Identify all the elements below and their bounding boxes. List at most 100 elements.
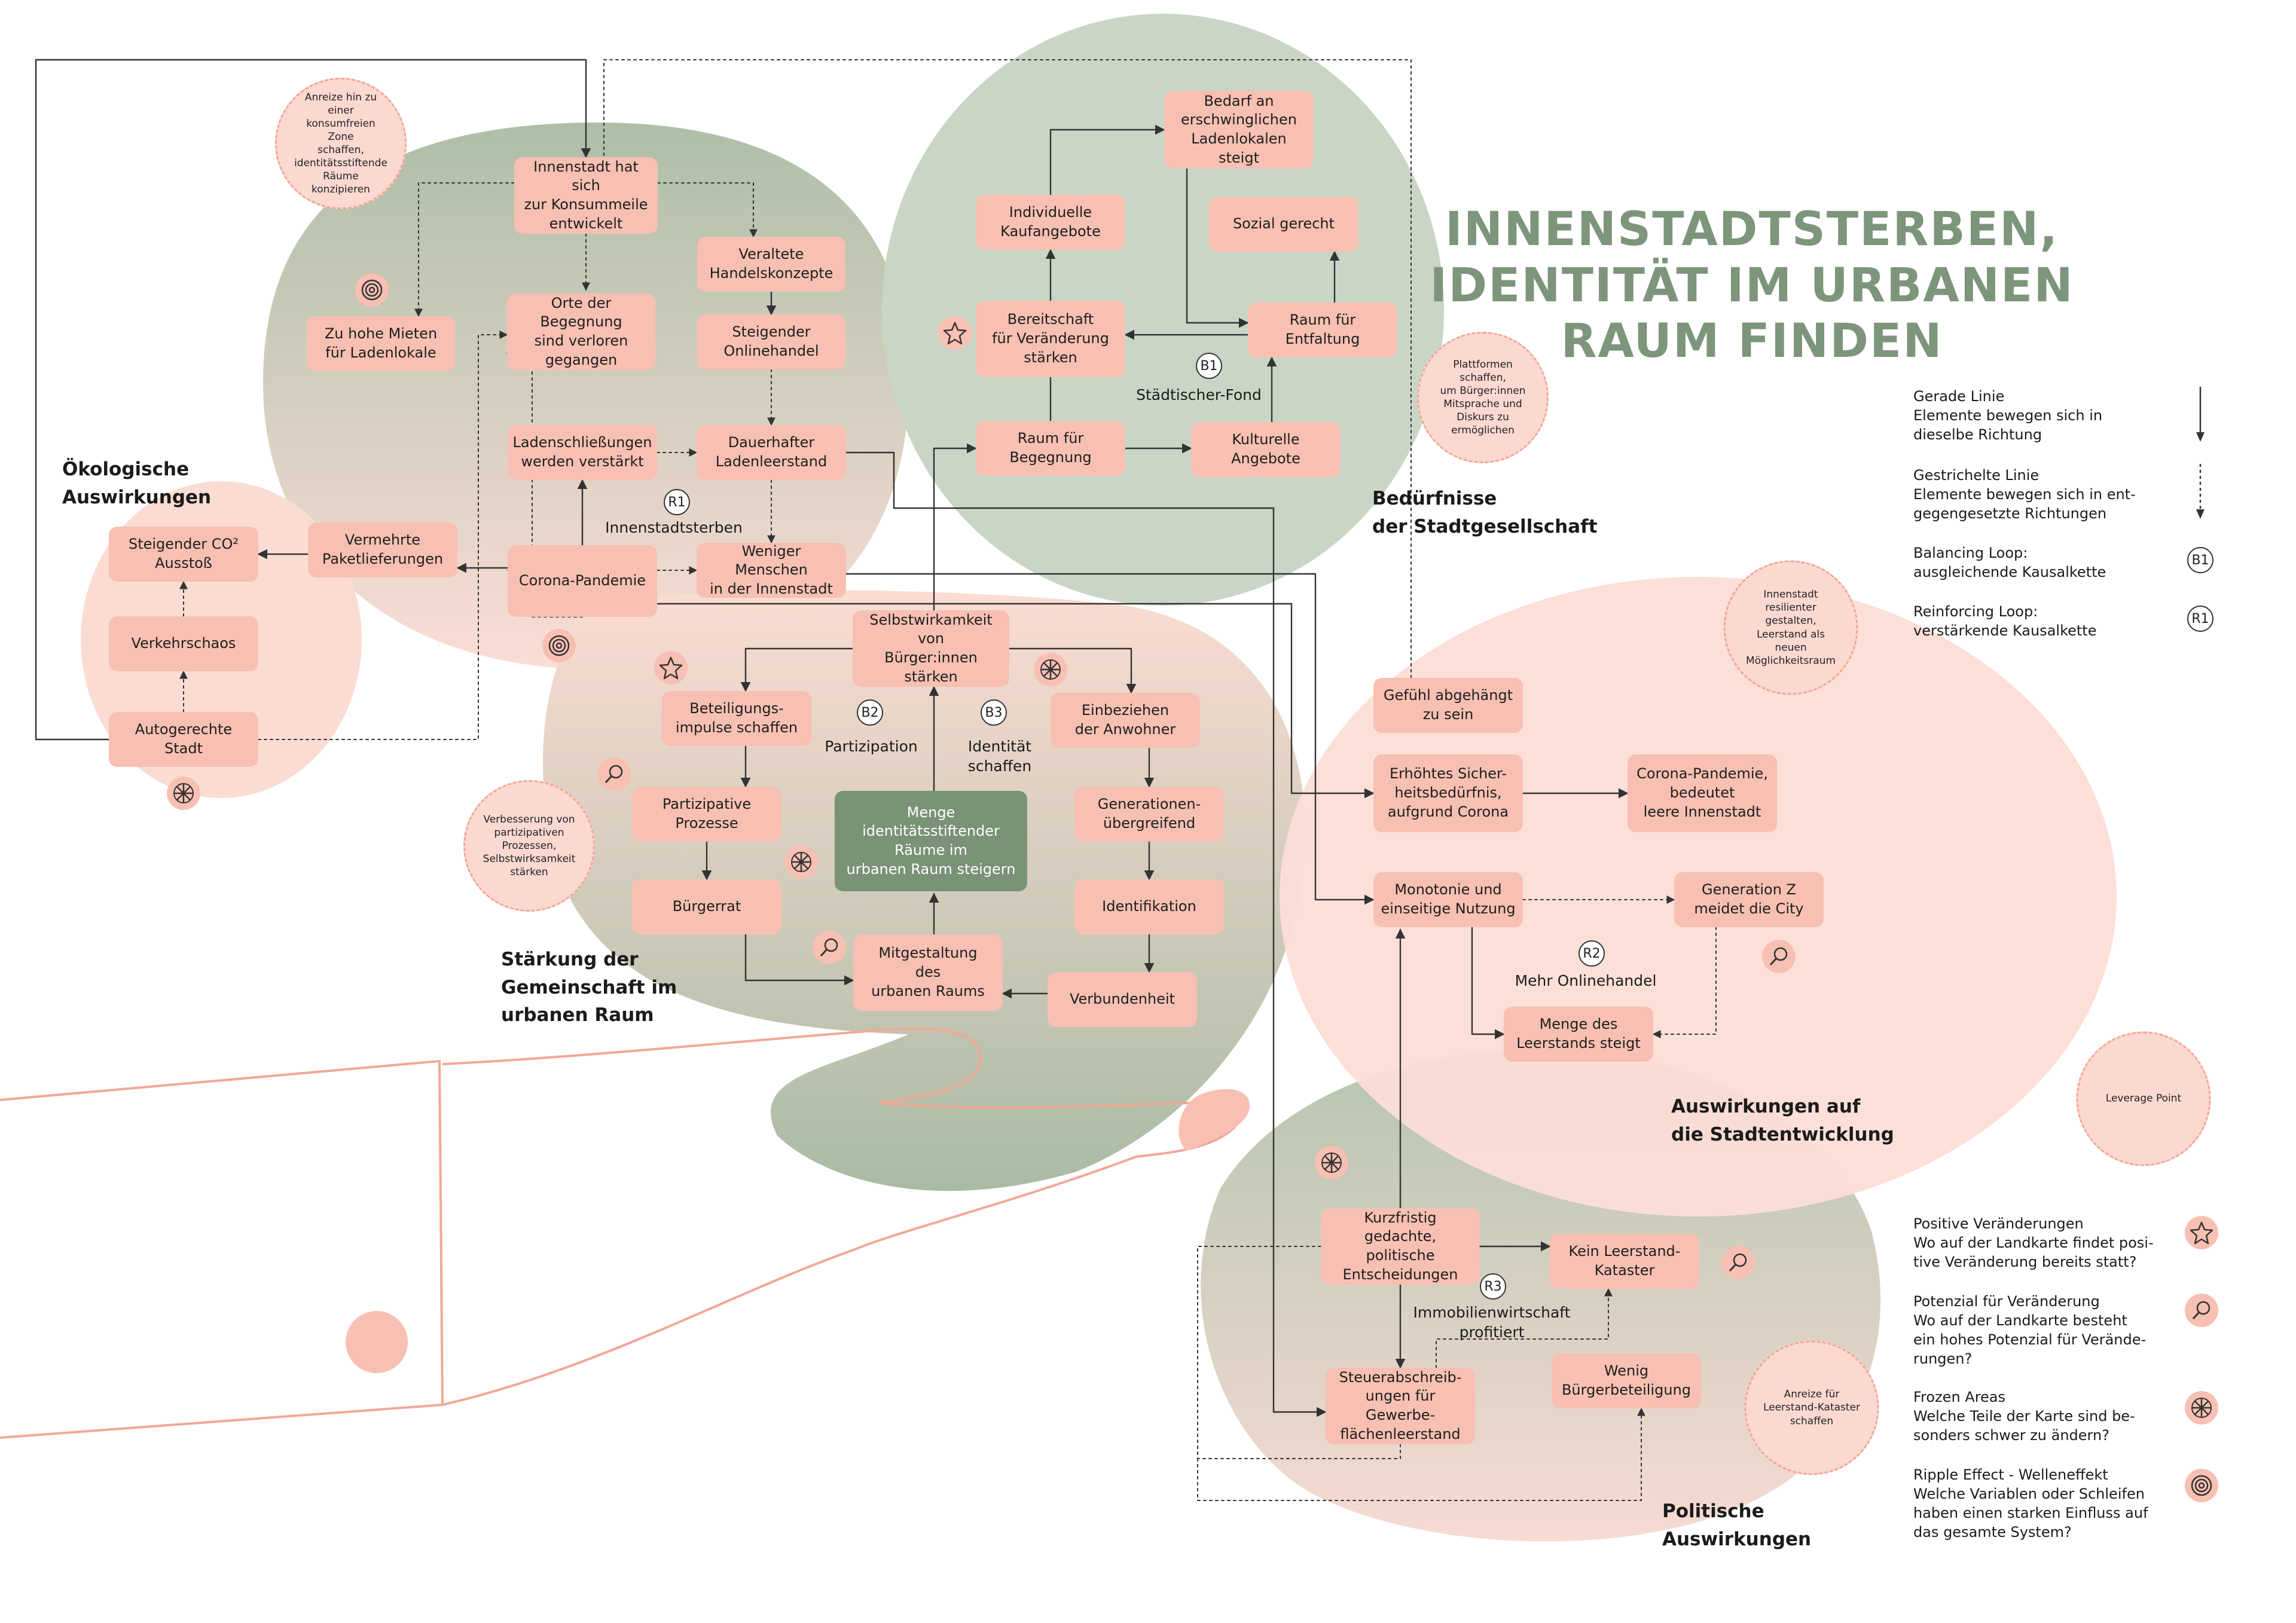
node-onlinehandel[interactable]: Steigender Onlinehandel	[697, 314, 845, 369]
node-generation-z[interactable]: Generation Z meidet die City	[1674, 872, 1824, 927]
node-leere-innenstadt[interactable]: Corona-Pandemie, bedeutet leere Innensta…	[1628, 754, 1777, 832]
node-raum-begegnung[interactable]: Raum für Begegnung	[976, 421, 1125, 476]
node-paketlieferungen[interactable]: Vermehrte Paketlieferungen	[308, 522, 457, 577]
legend-reinforcing-text: Reinforcing Loop: verstärkende Kausalket…	[1913, 603, 2097, 639]
loop-label-r1: Innenstadtsterben	[605, 519, 743, 536]
title-line-1: INNENSTADTSTERBEN,	[1445, 203, 2059, 256]
star-icon	[654, 651, 688, 684]
region-label-stadtentwicklung: Auswirkungen auf die Stadtentwicklung	[1671, 1096, 1894, 1145]
node-steuerabschreibungen[interactable]: Steuerabschreib- ungen für Gewerbe- fläc…	[1326, 1368, 1475, 1444]
node-sicherheit[interactable]: Erhöhtes Sicher- heitsbedürfnis, aufgrun…	[1373, 754, 1523, 832]
edge-44	[1652, 927, 1717, 1038]
edge-15	[35, 59, 591, 741]
magnifier-icon	[1762, 940, 1796, 973]
node-weniger-menschen[interactable]: Weniger Menschen in der Innenstadt	[697, 543, 846, 598]
note-plattformen: Plattformen schaffen, um Bürger:innen Mi…	[1417, 332, 1549, 463]
node-monotonie[interactable]: Monotonie und einseitige Nutzung	[1373, 872, 1523, 927]
edge-27	[845, 451, 1327, 1417]
loop-label-b2: Partizipation	[825, 738, 918, 755]
note-kataster-anreiz: Anreize für Leerstand-Kataster schaffen	[1744, 1340, 1879, 1475]
node-ladenleerstand[interactable]: Dauerhafter Ladenleerstand	[697, 425, 846, 480]
loop-label-b3: Identität schaffen	[967, 738, 1032, 775]
region-label-politisch: Politische Auswirkungen	[1662, 1500, 1812, 1550]
node-kurzfristig[interactable]: Kurzfristig gedachte, politische Entsche…	[1321, 1208, 1480, 1285]
edge-43	[1471, 926, 1505, 1040]
node-mitgestaltung[interactable]: Mitgestaltung des urbanen Raums	[853, 934, 1003, 1011]
edge-3	[657, 182, 758, 238]
node-co2[interactable]: Steigender CO² Ausstoß	[109, 527, 258, 582]
loop-label-r2: Mehr Onlinehandel	[1515, 972, 1657, 989]
legend-balancing-badge: B1	[2187, 547, 2213, 573]
node-ladenschliessungen[interactable]: Ladenschließungen werden verstärkt	[508, 425, 657, 480]
edge-29	[1008, 647, 1137, 694]
page-title: INNENSTADTSTERBEN, IDENTITÄT IM URBANEN …	[1423, 202, 2081, 370]
node-kaufangebote[interactable]: Individuelle Kaufangebote	[976, 195, 1125, 250]
ripple-icon	[542, 629, 576, 662]
edge-16	[258, 331, 508, 740]
node-konsummeile[interactable]: Innenstadt hat sich zur Konsummeile entw…	[514, 157, 658, 234]
legend-reinforcing-badge: R1	[2187, 606, 2213, 632]
magnifier-icon	[1721, 1246, 1755, 1279]
region-label-beduerfnisse: Bedürfnisse der Stadtgesellschaft	[1372, 488, 1598, 537]
node-bereitschaft[interactable]: Bereitschaft für Veränderung stärken	[976, 301, 1125, 377]
node-abgehaengt[interactable]: Gefühl abgehängt zu sein	[1373, 678, 1523, 733]
hand-outline	[0, 1027, 1240, 1439]
legend-dashed-arrow	[2196, 464, 2205, 519]
node-corona[interactable]: Corona-Pandemie	[508, 545, 657, 617]
note-konsumfrei: Anreize hin zu einer konsumfreien Zone s…	[275, 78, 407, 209]
node-kataster[interactable]: Kein Leerstand- Kataster	[1550, 1234, 1699, 1289]
node-identifikation[interactable]: Identifikation	[1074, 879, 1224, 934]
node-raum-entfaltung[interactable]: Raum für Entfaltung	[1248, 302, 1397, 357]
cufflink	[346, 1311, 408, 1373]
star-icon	[938, 316, 972, 350]
node-beteiligungsimpulse[interactable]: Beteiligungs- impulse schaffen	[662, 691, 811, 746]
ripple-icon	[2185, 1469, 2218, 1502]
edge-50	[1197, 1407, 1645, 1501]
edge-26	[933, 443, 977, 612]
node-anwohner[interactable]: Einbeziehen der Anwohner	[1051, 693, 1200, 748]
edge-2	[414, 182, 515, 317]
legend-frozen-text: Frozen Areas Welche Teile der Karte sind…	[1913, 1389, 2135, 1444]
snowflake-icon	[167, 777, 200, 810]
legend-solid-arrow	[2196, 387, 2205, 442]
note-leverage-point: Leverage Point	[2076, 1031, 2211, 1166]
legend-solid-text: Gerade Linie Elemente bewegen sich in di…	[1913, 388, 2103, 443]
loop-label-r3: Immobilienwirtschaft profitiert	[1413, 1304, 1571, 1341]
star-icon	[2185, 1216, 2218, 1249]
node-hohe-mieten[interactable]: Zu hohe Mieten für Ladenlokale	[307, 316, 455, 371]
node-selbstwirksamkeit[interactable]: Selbstwirkamkeit von Bürger:innen stärke…	[853, 610, 1009, 687]
loop-badge-b2: B2	[857, 699, 883, 726]
node-sozial-gerecht[interactable]: Sozial gerecht	[1209, 197, 1358, 252]
snowflake-icon	[784, 845, 818, 879]
legend-potenzial-text: Potenzial für Veränderung Wo auf der Lan…	[1913, 1293, 2147, 1367]
note-resilient: Innenstadt resilienter gestalten, Leerst…	[1723, 560, 1858, 695]
node-kulturelle-angebote[interactable]: Kulturelle Angebote	[1191, 422, 1341, 477]
loop-label-b1: Städtischer-Fond	[1136, 386, 1262, 404]
loop-badge-b3: B3	[981, 699, 1007, 726]
edge-36	[744, 933, 854, 986]
node-orte-begegnung[interactable]: Orte der Begegnung sind verloren gegange…	[507, 294, 655, 370]
node-menge-leerstand[interactable]: Menge des Leerstands steigt	[1504, 1007, 1653, 1062]
snowflake-icon	[2185, 1391, 2218, 1425]
region-label-gemeinschaft: Stärkung der Gemeinschaft im urbanen Rau…	[501, 949, 677, 1026]
edge-40	[845, 573, 1375, 905]
node-autogerecht[interactable]: Autogerechte Stadt	[109, 712, 258, 767]
loop-badge-r3: R3	[1480, 1273, 1506, 1300]
legend-dashed-text: Gestrichelte Linie Elemente bewegen sich…	[1913, 467, 2136, 522]
node-verbundenheit[interactable]: Verbundenheit	[1048, 972, 1197, 1027]
ripple-icon	[355, 273, 389, 307]
node-menge-raeume[interactable]: Menge identitätsstiftender Räume im urba…	[835, 791, 1027, 891]
node-verkehrschaos[interactable]: Verkehrschaos	[109, 616, 258, 671]
loop-badge-r2: R2	[1578, 940, 1605, 967]
node-buergerrat[interactable]: Bürgerrat	[632, 879, 781, 934]
title-line-2: IDENTITÄT IM URBANEN	[1430, 258, 2074, 313]
node-partizipative-prozesse[interactable]: Partizipative Prozesse	[632, 787, 781, 842]
node-wenig-beteiligung[interactable]: Wenig Bürgerbeteiligung	[1552, 1353, 1701, 1408]
node-veraltete-handelskonzepte[interactable]: Veraltete Handelskonzepte	[697, 237, 845, 292]
edge-28	[740, 647, 854, 692]
snowflake-icon	[1315, 1146, 1348, 1179]
node-bedarf-ladenlokale[interactable]: Bedarf an erschwinglichen Ladenlokalen s…	[1164, 91, 1314, 169]
node-generationen[interactable]: Generationen- übergreifend	[1074, 787, 1224, 842]
